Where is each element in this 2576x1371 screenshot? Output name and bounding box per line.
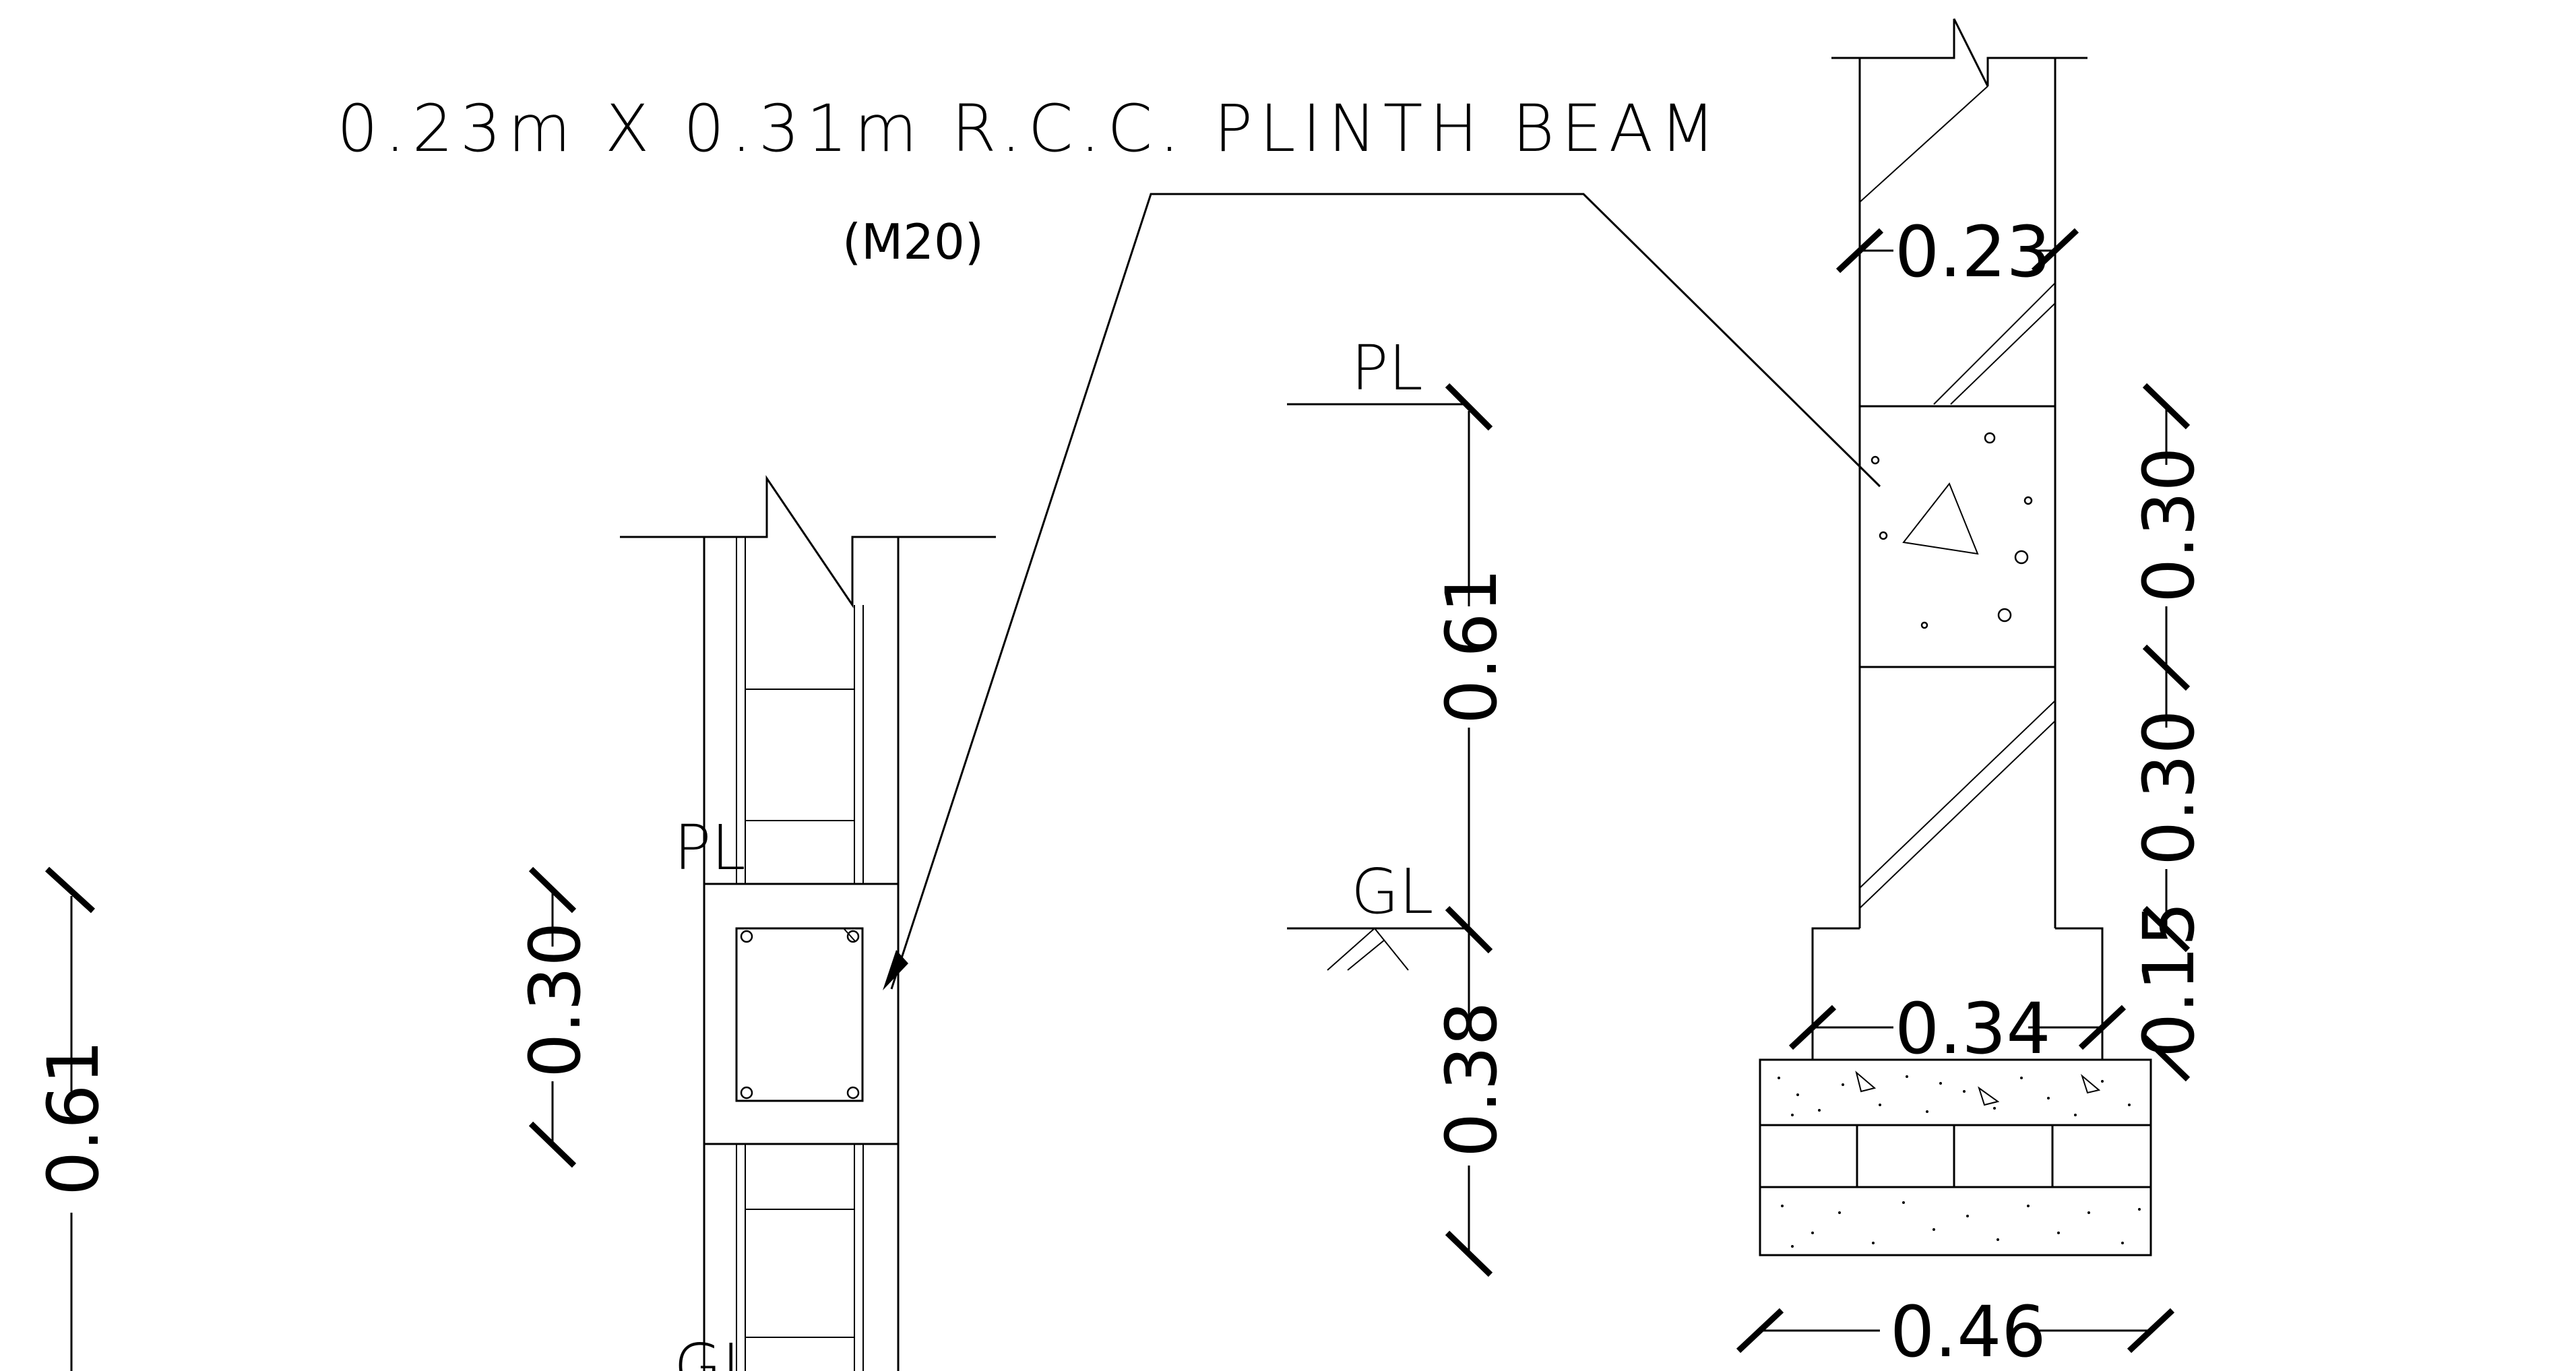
concrete-grade-label: (M20) (842, 214, 984, 270)
footing-width-label: 0.46 (1890, 1291, 2046, 1371)
gl-to-bottom-dimension-label: 0.38 (1431, 1001, 1513, 1157)
drawing-title: 0.23m X 0.31m R.C.C. PLINTH BEAM (337, 91, 1722, 166)
left-dimension-label: 0.61 (32, 1040, 115, 1196)
level-dimensions-center: PL GL 0.61 0.38 (1287, 332, 1513, 1277)
center-pl-label: PL (1351, 332, 1423, 404)
left-pl-label: PL (674, 812, 746, 884)
pl-to-gl-dimension-label: 0.61 (1431, 568, 1513, 724)
leader-arrowhead (883, 950, 908, 990)
wall-thickness-dimension: 0.23 (1835, 211, 2079, 293)
center-gl-label: GL (1351, 856, 1434, 928)
leader-line (883, 193, 1881, 990)
beam-depth-dimension: 0.30 (514, 866, 596, 1168)
footing-width-dimension: 0.46 (1736, 1291, 2175, 1371)
right-vertical-dimensions: 0.30 0.30 0.15 (2128, 383, 2210, 1082)
wall-section-right (1759, 18, 2152, 1256)
step-width-dimension: 0.34 (1788, 988, 2127, 1070)
left-dimension-0.61: 0.61 (32, 866, 115, 1371)
pcc-speckle-top (1778, 1071, 2131, 1116)
beam-depth-label: 0.30 (514, 922, 596, 1078)
step-height-label: 0.15 (2128, 901, 2210, 1058)
left-gl-label: GL (674, 1331, 757, 1371)
step-width-label: 0.34 (1895, 988, 2051, 1070)
wall-section-left (620, 475, 996, 1371)
wall-thickness-label: 0.23 (1895, 211, 2051, 293)
pcc-speckle-bottom (1781, 1201, 2141, 1248)
below-beam-label: 0.30 (2128, 709, 2210, 866)
beam-height-label: 0.30 (2128, 447, 2210, 603)
